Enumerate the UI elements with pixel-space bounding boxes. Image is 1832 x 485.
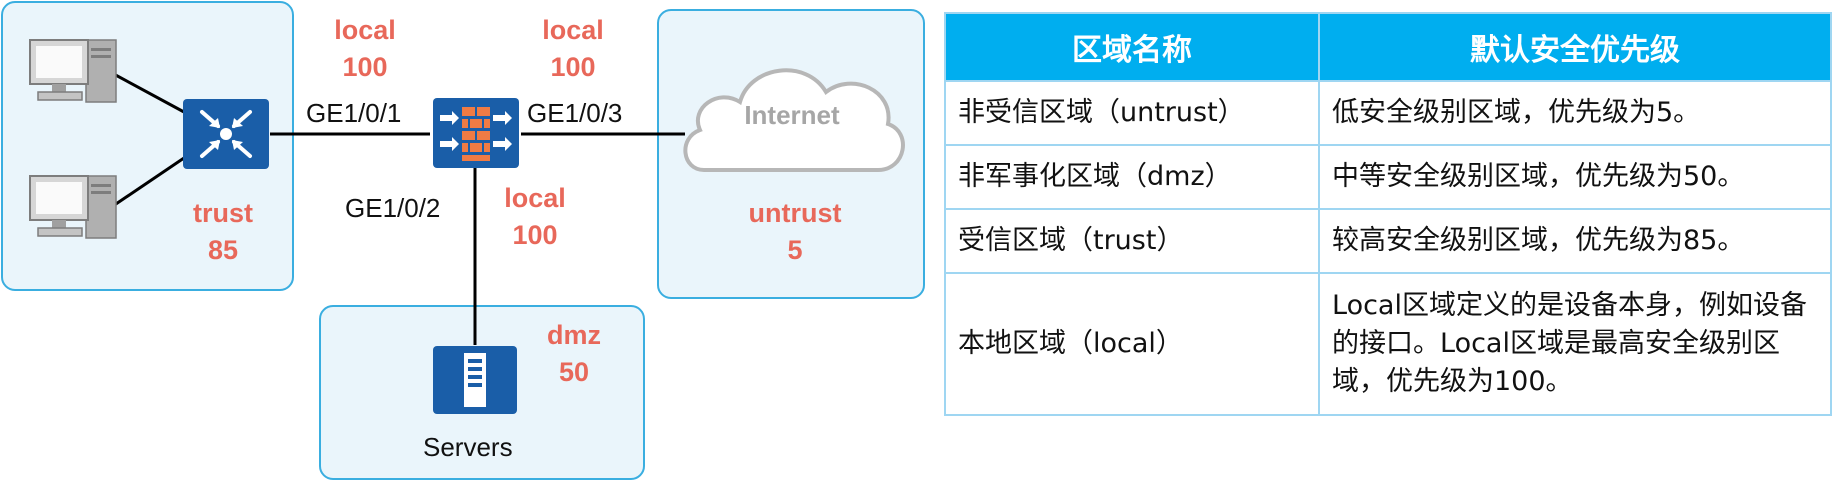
- cloud-label: Internet: [744, 100, 840, 130]
- trust-zone-label: trust 85: [185, 195, 261, 269]
- table-cell: 本地区域（local）: [944, 272, 1320, 416]
- server-icon: [433, 346, 517, 414]
- table-cell: 中等安全级别区域，优先级为50。: [1318, 144, 1832, 210]
- table-cell: 低安全级别区域，优先级为5。: [1318, 80, 1832, 146]
- dmz-zone-label: dmz 50: [540, 317, 608, 391]
- untrust-zone-label: untrust 5: [740, 195, 850, 269]
- zone-name: local: [542, 15, 604, 45]
- zone-priority: 85: [207, 235, 239, 265]
- table-cell: 非军事化区域（dmz）: [944, 144, 1320, 210]
- pc-icon: [29, 175, 117, 239]
- zone-priority: 50: [558, 357, 590, 387]
- pc-icon: [29, 39, 117, 103]
- zone-priority: 100: [342, 52, 388, 82]
- interface-label: GE1/0/1: [306, 98, 402, 128]
- zone-priority: 100: [550, 52, 596, 82]
- table-cell: 非受信区域（untrust）: [944, 80, 1320, 146]
- zone-name: local: [334, 15, 396, 45]
- interface-label: GE1/0/2: [345, 193, 441, 223]
- local-zone-label: local 100: [330, 12, 400, 86]
- zone-priority: 100: [512, 220, 558, 250]
- servers-label: Servers: [423, 432, 513, 462]
- table-cell: 受信区域（trust）: [944, 208, 1320, 274]
- zone-name: trust: [193, 198, 253, 228]
- table-header-row: 区域名称 默认安全优先级: [944, 12, 1832, 82]
- firewall-icon: [433, 98, 519, 168]
- table-row: 受信区域（trust） 较高安全级别区域，优先级为85。: [944, 208, 1832, 274]
- zone-priority: 5: [787, 235, 803, 265]
- local-zone-label: local 100: [538, 12, 608, 86]
- table-row: 本地区域（local） Local区域定义的是设备本身，例如设备的接口。Loca…: [944, 272, 1832, 416]
- zone-name: local: [504, 183, 566, 213]
- zone-priority-table: 区域名称 默认安全优先级 非受信区域（untrust） 低安全级别区域，优先级为…: [944, 12, 1832, 416]
- zone-name: dmz: [547, 320, 601, 350]
- table-row: 非受信区域（untrust） 低安全级别区域，优先级为5。: [944, 80, 1832, 146]
- local-zone-label: local 100: [500, 180, 570, 254]
- column-header: 区域名称: [944, 12, 1320, 82]
- switch-icon: [183, 99, 269, 169]
- table-row: 非军事化区域（dmz） 中等安全级别区域，优先级为50。: [944, 144, 1832, 210]
- interface-label: GE1/0/3: [527, 98, 623, 128]
- table-cell: Local区域定义的是设备本身，例如设备的接口。Local区域是最高安全级别区域…: [1318, 272, 1832, 416]
- table-cell: 较高安全级别区域，优先级为85。: [1318, 208, 1832, 274]
- zone-name: untrust: [748, 198, 842, 228]
- cloud-icon: [683, 68, 905, 172]
- column-header: 默认安全优先级: [1318, 12, 1832, 82]
